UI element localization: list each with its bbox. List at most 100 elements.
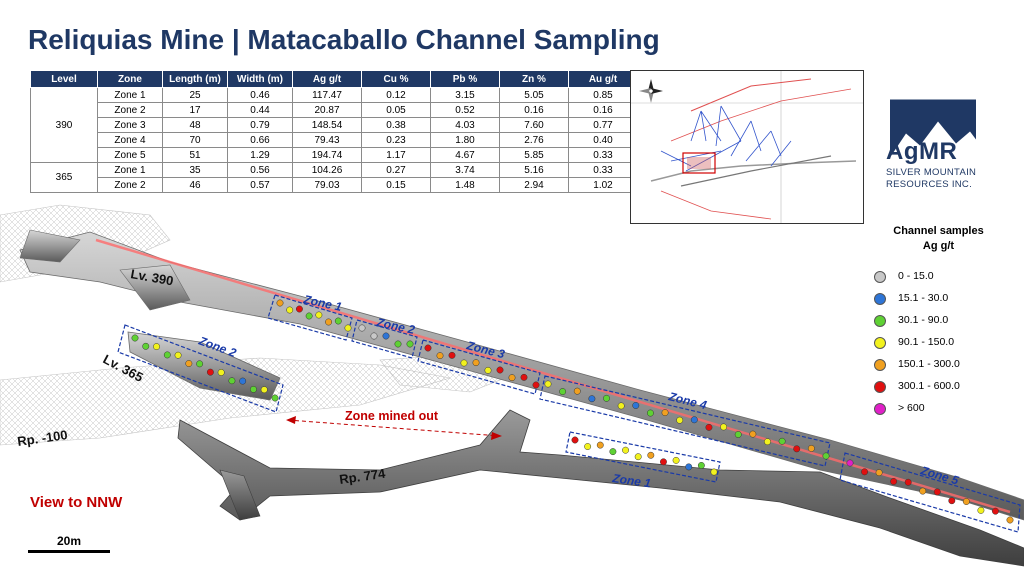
sample-point bbox=[276, 299, 284, 307]
sample-point bbox=[382, 332, 390, 340]
table-cell: 5.85 bbox=[499, 147, 569, 163]
sample-point bbox=[584, 443, 592, 450]
sample-point bbox=[250, 385, 257, 393]
table-cell: 7.60 bbox=[499, 117, 569, 133]
sample-point bbox=[358, 324, 366, 332]
table-cell: 0.52 bbox=[430, 102, 500, 118]
sample-point bbox=[436, 352, 444, 360]
legend-swatch bbox=[874, 359, 886, 371]
sample-point bbox=[646, 409, 654, 417]
logo-subtitle-line1: SILVER MOUNTAIN bbox=[886, 167, 977, 178]
sample-point bbox=[305, 312, 313, 320]
sample-point bbox=[875, 469, 883, 477]
sample-point bbox=[163, 351, 171, 359]
sample-point bbox=[822, 452, 830, 460]
table-cell: 0.33 bbox=[568, 162, 638, 178]
sample-point bbox=[424, 344, 432, 352]
legend-label: 90.1 - 150.0 bbox=[898, 336, 955, 348]
label-lv-390: Lv. 390 bbox=[129, 266, 174, 288]
sample-point bbox=[544, 380, 552, 388]
zone-3-390-outline bbox=[417, 339, 541, 395]
zone-1-365-outline bbox=[565, 431, 721, 483]
label-zone-1-365: Zone 1 bbox=[611, 471, 653, 490]
table-header-cell: Length (m) bbox=[162, 70, 228, 88]
zone-2-390-outline bbox=[351, 319, 418, 359]
sample-point bbox=[1006, 516, 1014, 524]
sample-point bbox=[142, 342, 150, 350]
sample-point bbox=[174, 351, 182, 359]
sample-point bbox=[622, 446, 629, 454]
table-cell: 17 bbox=[162, 102, 228, 118]
table-cell: 117.47 bbox=[292, 87, 362, 103]
table-header-cell: Au g/t bbox=[568, 70, 638, 88]
sample-point bbox=[472, 359, 480, 367]
zone-4-390-outline bbox=[539, 375, 831, 467]
level-cell: 365 bbox=[30, 162, 98, 193]
table-cell: 3.74 bbox=[430, 162, 500, 178]
agmr-logo-icon bbox=[890, 99, 976, 158]
zone-2-365-outline bbox=[117, 324, 284, 413]
sample-point bbox=[977, 506, 985, 514]
sample-point bbox=[532, 381, 540, 389]
sample-point bbox=[228, 377, 236, 385]
table-cell: 4.03 bbox=[430, 117, 500, 133]
table-cell: Zone 5 bbox=[97, 147, 163, 163]
table-cell: 48 bbox=[162, 117, 228, 133]
sample-point bbox=[217, 369, 225, 376]
sample-point bbox=[394, 340, 402, 348]
sample-point bbox=[749, 430, 757, 438]
table-cell: 79.43 bbox=[292, 132, 362, 148]
legend-label: 0 - 15.0 bbox=[898, 270, 934, 282]
table-header-cell: Level bbox=[30, 70, 98, 88]
sample-point bbox=[520, 373, 528, 381]
table-cell: 46 bbox=[162, 177, 228, 193]
sample-point bbox=[807, 444, 815, 452]
sample-point bbox=[315, 311, 323, 319]
sample-point bbox=[406, 340, 414, 348]
sample-point bbox=[617, 402, 625, 410]
sample-point bbox=[634, 453, 642, 461]
channel-sample-points bbox=[131, 299, 1014, 524]
page-title: Reliquias Mine | Matacaballo Channel Sam… bbox=[28, 24, 660, 55]
label-rp-774: Rp. 774 bbox=[338, 466, 387, 487]
table-cell: 0.12 bbox=[361, 87, 431, 103]
table-cell: 0.57 bbox=[227, 177, 293, 193]
table-cell: 104.26 bbox=[292, 162, 362, 178]
table-cell: 0.05 bbox=[361, 102, 431, 118]
sample-point bbox=[660, 458, 667, 466]
table-cell: 0.40 bbox=[568, 132, 638, 148]
table-cell: 0.38 bbox=[361, 117, 431, 133]
legend-swatch bbox=[874, 271, 886, 283]
table-cell: 0.85 bbox=[568, 87, 638, 103]
sample-point bbox=[861, 468, 868, 476]
table-cell: 0.79 bbox=[227, 117, 293, 133]
table-cell: 25 bbox=[162, 87, 228, 103]
label-zone-mined-out: Zone mined out bbox=[345, 409, 439, 423]
table-cell: 35 bbox=[162, 162, 228, 178]
table-cell: 51 bbox=[162, 147, 228, 163]
table-cell: 0.44 bbox=[227, 102, 293, 118]
sample-point bbox=[734, 431, 742, 438]
sample-point bbox=[672, 456, 680, 464]
zone-outlines bbox=[117, 294, 1021, 533]
mine-3d-view: Lv. 390 Lv. 365 Rp. -100 Rp. 774 Zone mi… bbox=[0, 204, 1024, 567]
table-cell: 79.03 bbox=[292, 177, 362, 193]
legend-title-line2: Ag g/t bbox=[922, 240, 955, 252]
legend-label: > 600 bbox=[898, 402, 925, 414]
table-cell: 0.23 bbox=[361, 132, 431, 148]
legend-swatch bbox=[874, 315, 886, 327]
legend-swatch bbox=[874, 403, 886, 415]
table-cell: Zone 2 bbox=[97, 102, 163, 118]
sample-point bbox=[239, 377, 247, 385]
sample-point bbox=[919, 487, 927, 495]
legend-label: 300.1 - 600.0 bbox=[898, 380, 960, 392]
sample-point bbox=[370, 332, 378, 340]
logo-subtitle-line2: RESOURCES INC. bbox=[886, 179, 973, 190]
table-cell: 20.87 bbox=[292, 102, 362, 118]
sample-point bbox=[131, 334, 139, 342]
sample-point bbox=[206, 368, 214, 376]
